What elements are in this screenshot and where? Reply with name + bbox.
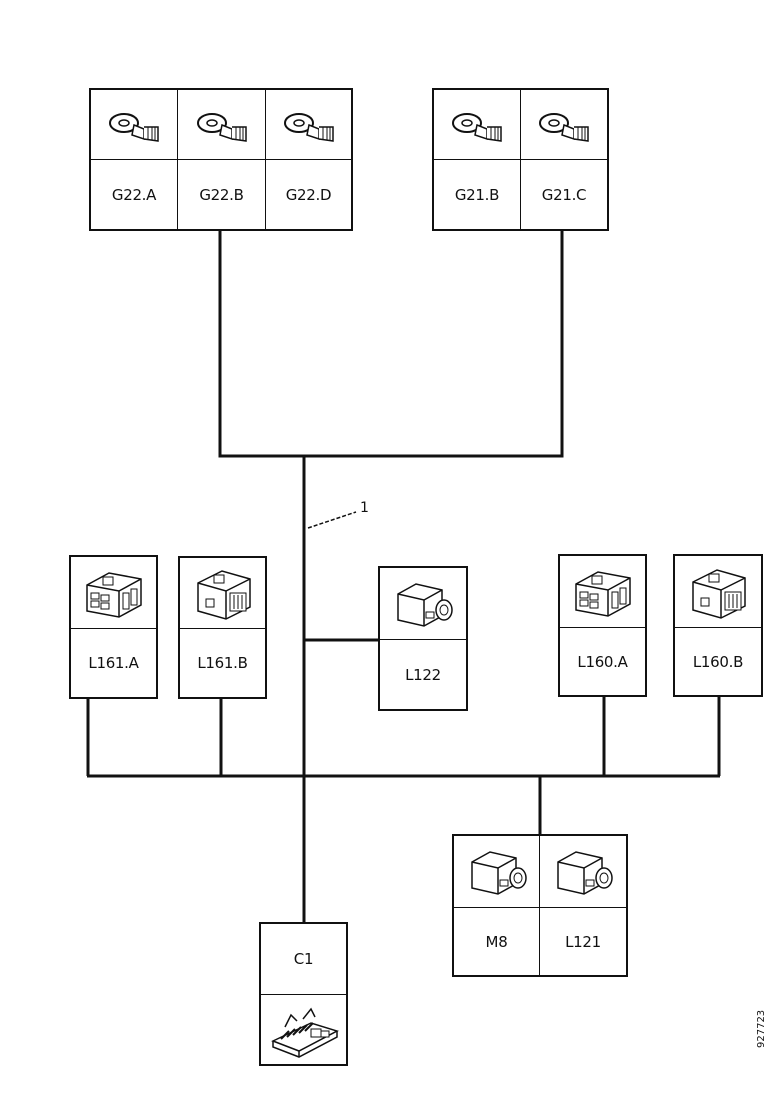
callout-number: 1	[360, 500, 369, 516]
connector-c1: C1	[259, 922, 348, 1066]
connector-l160a: L160.A	[558, 554, 647, 697]
connector-group-g21: G21.B G21.C	[432, 88, 609, 231]
connector-label: L161.A	[88, 654, 139, 672]
connector-label: C1	[261, 924, 346, 995]
ring-terminal-icon	[434, 90, 521, 160]
connector-label: G21.C	[541, 185, 587, 204]
ring-terminal-icon	[178, 90, 266, 160]
connector-l122: L122	[378, 566, 468, 711]
connector-label: G22.D	[285, 185, 332, 204]
ring-terminal-icon	[91, 90, 178, 160]
connector-label: G22.B	[178, 160, 266, 229]
figure-reference: 927723	[756, 1009, 767, 1048]
connector-l160b: L160.B	[673, 554, 763, 697]
cube-connector-icon	[380, 568, 466, 640]
connector-group-m8-l121: M8 L121	[452, 834, 628, 977]
fuse-block-icon	[261, 995, 346, 1064]
multi-pin-connector-icon	[675, 556, 761, 628]
ring-terminal-icon	[521, 90, 607, 160]
multi-pin-connector-icon	[180, 558, 265, 629]
cube-connector-icon	[540, 836, 626, 908]
connector-label: G21.B	[434, 160, 521, 229]
connector-l161a: L161.A	[69, 555, 158, 699]
connector-group-g22: G22.A G22.B G22.D	[89, 88, 353, 231]
connector-label: M8	[454, 908, 540, 975]
connector-label: L161.B	[197, 654, 248, 672]
connector-label: G22.A	[91, 160, 178, 229]
connector-label: L160.B	[692, 652, 744, 671]
connector-label: L160.A	[577, 652, 628, 671]
connector-label: L121	[565, 932, 601, 951]
multi-pin-connector-icon	[560, 556, 645, 628]
ring-terminal-icon	[266, 90, 351, 160]
multi-pin-connector-icon	[71, 557, 156, 629]
connector-label: L122	[405, 665, 441, 684]
cube-connector-icon	[454, 836, 540, 908]
connector-l161b: L161.B	[178, 556, 267, 699]
